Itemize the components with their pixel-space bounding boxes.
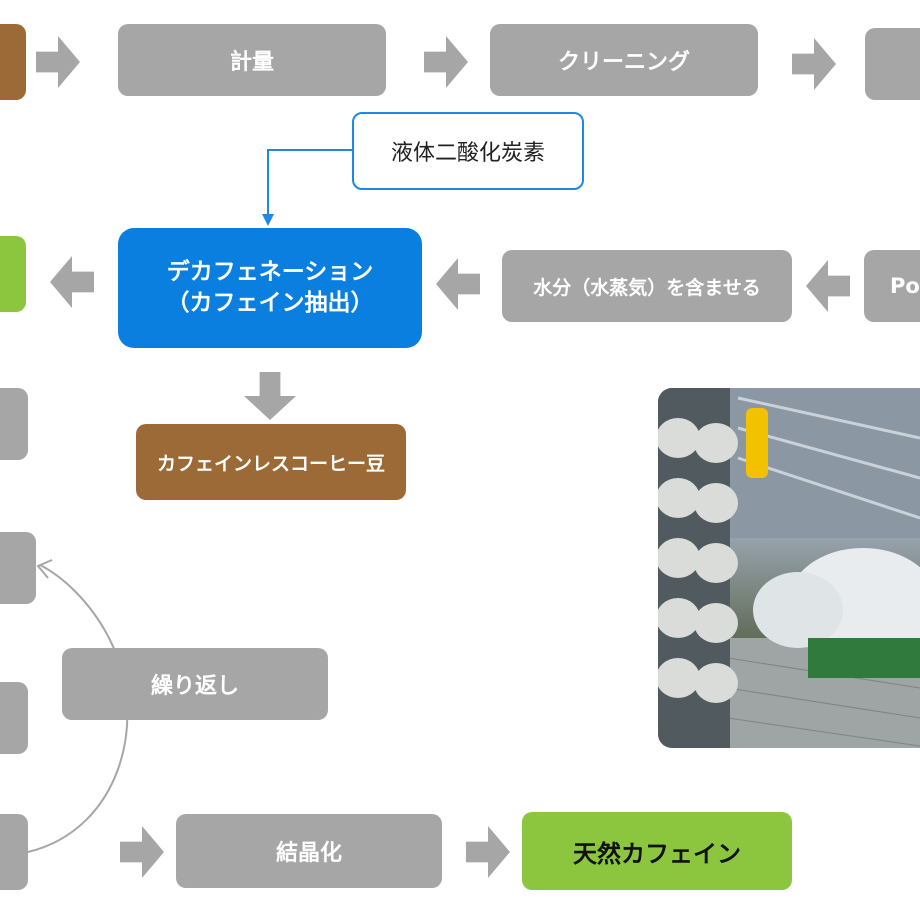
node-natural-caffeine-label: 天然カフェイン	[573, 839, 741, 868]
node-co2: 液体二酸化炭素	[352, 112, 584, 190]
left-edge-box-row3	[0, 388, 28, 460]
co2-connector-arrowhead	[262, 214, 274, 226]
node-moisture-label: 水分（水蒸気）を含ませる	[533, 276, 761, 299]
tank-column-vessel	[658, 538, 700, 578]
node-cleaning: クリーニング	[490, 24, 758, 96]
yellow-valve	[746, 408, 768, 478]
factory-photo-illustration	[658, 388, 920, 748]
tank-vessel	[753, 572, 843, 648]
tank-column-vessel	[694, 543, 738, 583]
factory-photo	[658, 388, 920, 748]
node-keiryo-label: 計量	[229, 50, 274, 75]
node-decaffeination-line2: （カフェイン抽出）	[166, 290, 374, 316]
ceiling-beam	[737, 396, 920, 440]
node-cleaning-label: クリーニング	[557, 50, 690, 75]
node-repeat-label: 繰り返し	[150, 674, 239, 699]
co2-connector-line	[267, 149, 352, 222]
left-edge-box-row4	[0, 532, 36, 604]
tank-column-vessel	[658, 418, 700, 458]
floor-grate-line	[727, 687, 920, 719]
tank-column-vessel	[694, 663, 738, 703]
floor-grate-line	[727, 717, 920, 747]
node-co2-label: 液体二酸化炭素	[390, 141, 545, 166]
node-natural-caffeine: 天然カフェイン	[522, 812, 792, 890]
repeat-loop-arrowhead	[36, 559, 53, 579]
node-repeat: 繰り返し	[62, 648, 328, 720]
left-edge-box-row6	[0, 814, 28, 890]
ceiling-beam	[737, 456, 920, 520]
tank-support-green	[808, 638, 920, 678]
node-moisture: 水分（水蒸気）を含ませる	[502, 250, 792, 322]
node-decaffeination-line1: デカフェネーション	[166, 258, 374, 285]
ceiling-beam	[737, 426, 920, 480]
node-partial-right: Po	[864, 250, 920, 322]
tank-column-vessel	[658, 658, 700, 698]
node-caffeine-free-beans: カフェインレスコーヒー豆	[136, 424, 406, 500]
tank-column-vessel	[658, 598, 700, 638]
right-edge-box-row1	[865, 28, 920, 100]
node-keiryo: 計量	[118, 24, 386, 96]
tank-column-vessel	[694, 483, 738, 523]
tank-column-vessel	[658, 478, 700, 518]
left-edge-box-row5	[0, 682, 28, 754]
left-edge-box-green	[0, 236, 26, 312]
left-edge-box-brown	[0, 24, 26, 100]
node-decaffeination: デカフェネーション （カフェイン抽出）	[118, 228, 422, 348]
node-crystallization: 結晶化	[176, 814, 442, 888]
node-caffeine-free-beans-label: カフェインレスコーヒー豆	[156, 452, 385, 475]
tank-column-vessel	[694, 603, 738, 643]
node-crystallization-label: 結晶化	[275, 841, 342, 866]
tank-column-vessel	[694, 423, 738, 463]
node-partial-right-label: Po	[890, 274, 920, 298]
